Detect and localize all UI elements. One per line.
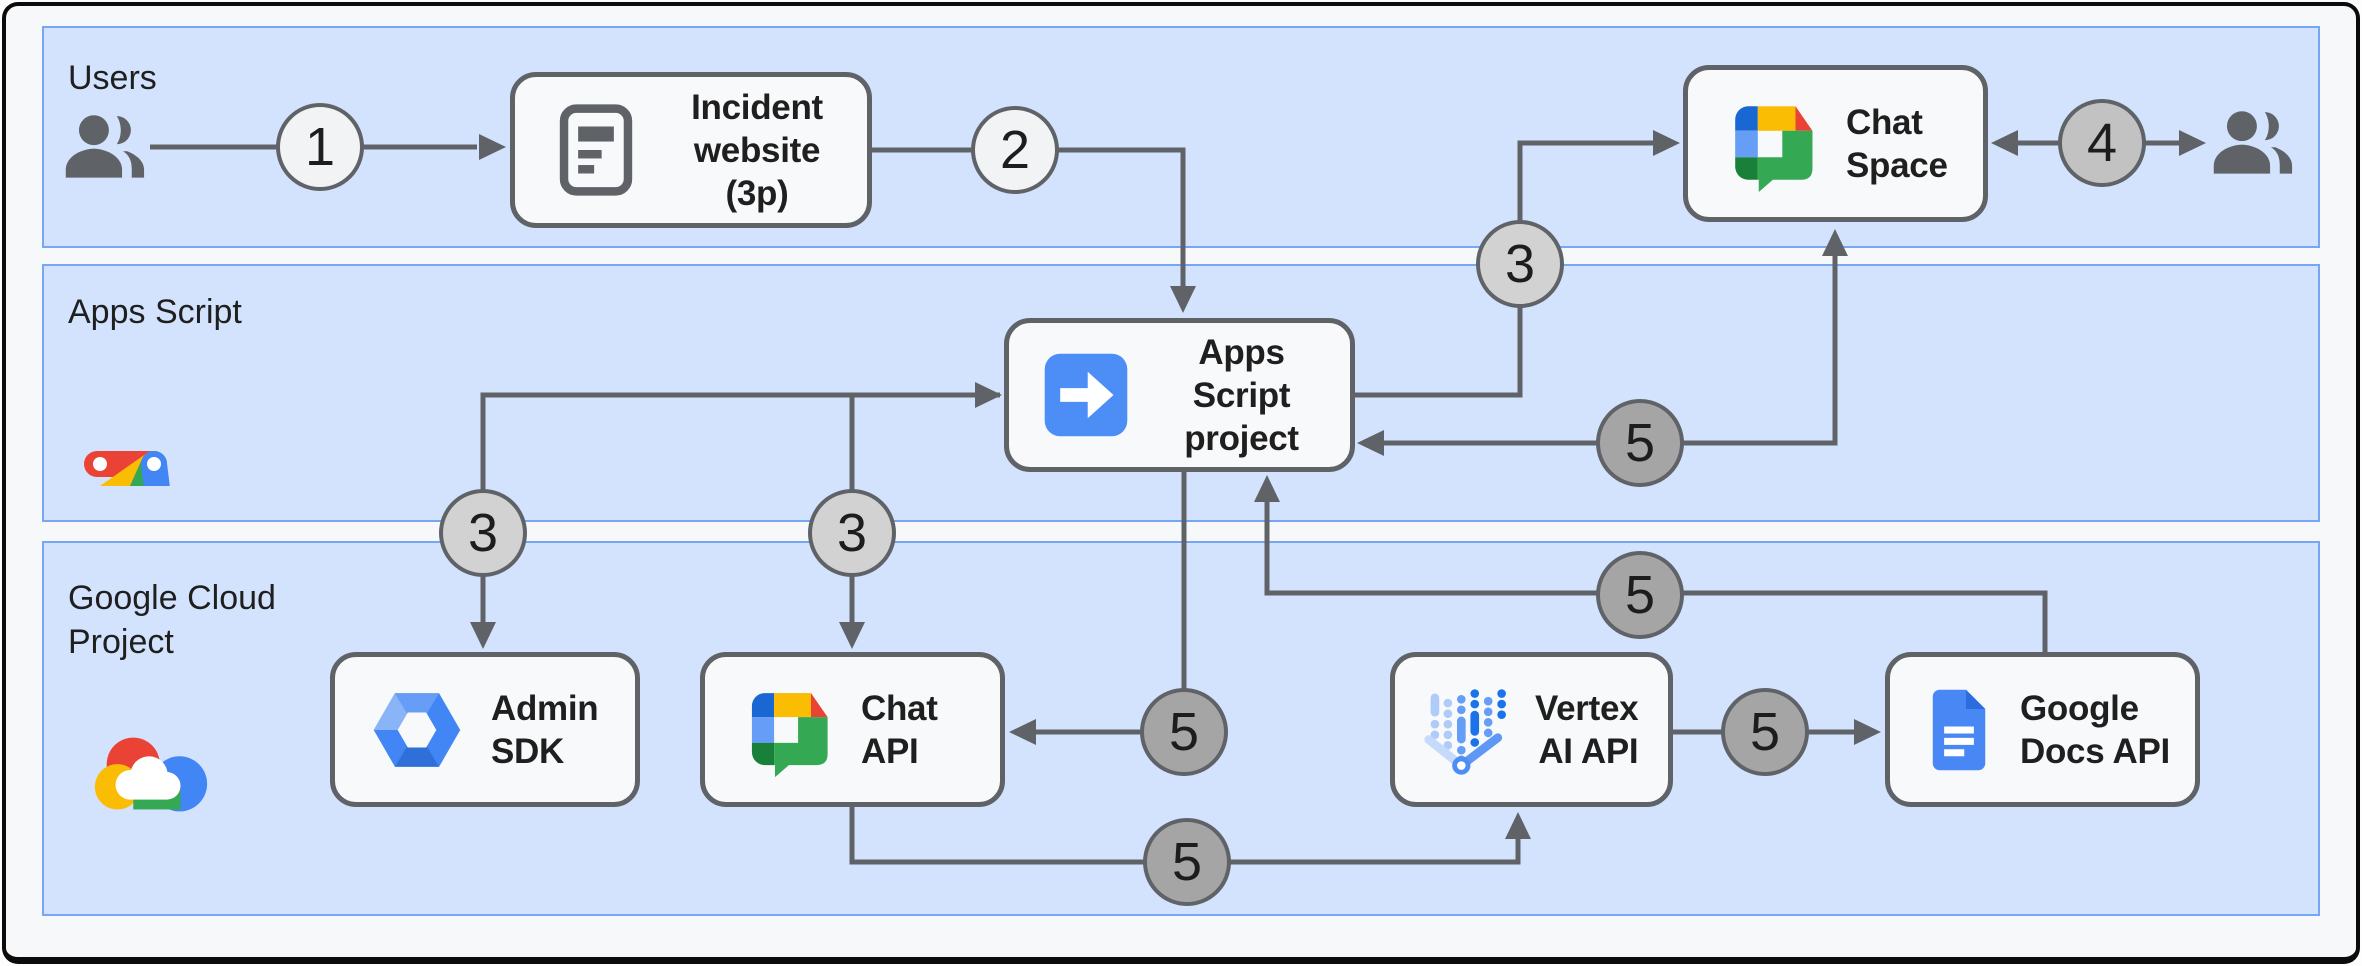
node-label: Chat API (861, 688, 938, 771)
node-chat-api: Chat API (700, 652, 1005, 807)
node-incident-website: Incident website (3p) (510, 72, 872, 228)
incident-website-icon (549, 103, 643, 197)
node-google-docs-api: Google Docs API (1885, 652, 2200, 807)
admin-sdk-icon (369, 684, 465, 776)
node-vertex-ai-api: Vertex AI API (1390, 652, 1673, 807)
apps-script-project-icon (1043, 352, 1129, 438)
vertex-ai-icon (1421, 682, 1517, 778)
node-label: Chat Space (1846, 102, 1948, 185)
step-circle-4: 4 (2058, 99, 2146, 187)
connector-step5-space-return (1357, 229, 1848, 456)
node-label: Vertex AI API (1535, 688, 1639, 771)
node-chat-space: Chat Space (1683, 65, 1988, 222)
users-icon (2212, 108, 2300, 176)
step-circle-5: 5 (1596, 551, 1684, 639)
node-label: Admin SDK (491, 688, 599, 771)
node-label: Incident website (3p) (691, 87, 823, 213)
step-circle-2: 2 (971, 106, 1059, 194)
google-chat-icon (1722, 95, 1820, 193)
step-circle-5: 5 (1721, 688, 1809, 776)
connector-step3-cloud (470, 382, 1002, 649)
node-label: Apps Script project (1184, 332, 1299, 458)
users-band-label: Users (68, 59, 157, 97)
step-circle-5: 5 (1140, 688, 1228, 776)
node-apps-script-project: Apps Script project (1004, 318, 1355, 472)
node-admin-sdk: Admin SDK (330, 652, 640, 807)
step-circle-3: 3 (439, 489, 527, 577)
users-icon (64, 112, 152, 180)
step-circle-5: 5 (1143, 818, 1231, 906)
step-circle-5: 5 (1596, 399, 1684, 487)
google-chat-icon (739, 682, 835, 778)
node-label: Google Docs API (2020, 688, 2170, 771)
google-cloud-band-label: Google Cloud Project (68, 579, 276, 661)
step-circle-1: 1 (276, 103, 364, 191)
google-cloud-logo (86, 724, 214, 824)
apps-script-band-label: Apps Script (68, 293, 242, 331)
google-docs-icon (1924, 685, 1994, 775)
step-circle-3: 3 (808, 489, 896, 577)
step-circle-3: 3 (1476, 220, 1564, 308)
